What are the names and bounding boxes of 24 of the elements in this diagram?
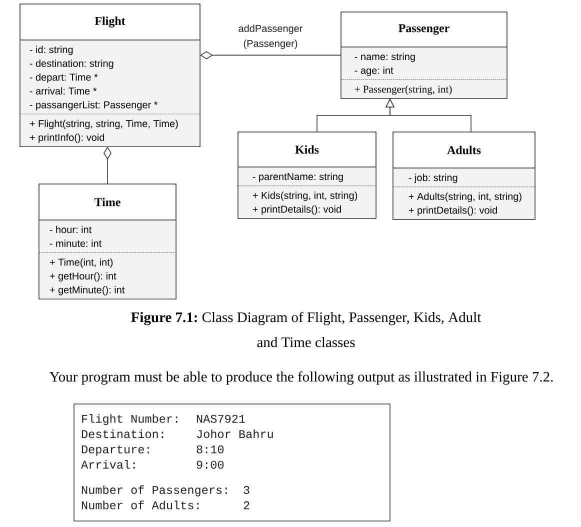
methods-compartment: + Time(int, int) + getHour(): int + getMinute(): int bbox=[39, 252, 176, 299]
attributes-compartment: - name: string - age: int bbox=[341, 46, 507, 80]
node-label: - id: string bbox=[30, 46, 73, 56]
node-label: - job: string bbox=[408, 174, 458, 184]
node-label: - passangerList: Passenger * bbox=[30, 101, 158, 110]
attributes-compartment: - parentName: string bbox=[238, 166, 376, 186]
aggregation-line bbox=[200, 51, 342, 60]
instruction-text: Your program must be able to produce the following output as illustrated in Figure 7.2. bbox=[50, 371, 553, 385]
node-label: - depart: Time * bbox=[30, 73, 98, 83]
attributes-compartment: - hour: int - minute: int bbox=[39, 220, 176, 253]
attributes-compartment: - job: string bbox=[393, 168, 535, 187]
methods-compartment: + Flight(string, string, Time, Time) + printInfo(): void bbox=[20, 114, 200, 146]
node-label: - destination: string bbox=[30, 60, 114, 69]
node-label: - arrival: Time * bbox=[30, 87, 97, 95]
console-output-box: Flight Number: NAS7921 Destination: Johor Bahru Departure: 8:10 Arrival: 9:00 Number of Passengers: 3 Number of Adults: 2 bbox=[74, 404, 390, 522]
methods-compartment: + Passenger(string, int) bbox=[341, 79, 507, 98]
edge-label: addPassenger (Passenger) bbox=[230, 24, 312, 50]
node-label: - minute: int bbox=[50, 240, 102, 247]
aggregation-line bbox=[104, 146, 112, 184]
methods-compartment: + Adults(string, int, string) + printDetails(): void bbox=[393, 186, 535, 219]
node-label: - hour: int bbox=[50, 226, 92, 234]
figure-caption: Figure 7.1: Class Diagram of Flight, Passenger, Kids, Adult and Time classes bbox=[131, 312, 482, 348]
node-label: - parentName: string bbox=[252, 172, 343, 182]
methods-compartment: + Kids(string, int, string) + printDetails(): void bbox=[238, 186, 376, 218]
